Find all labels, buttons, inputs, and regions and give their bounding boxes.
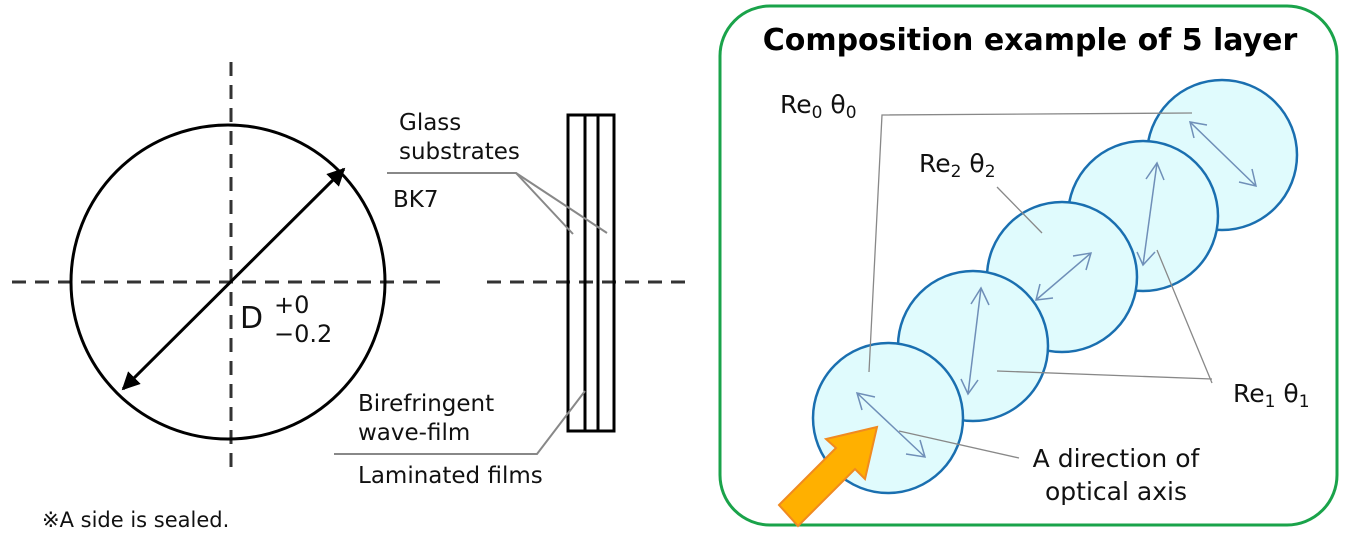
- film-label-line1: Birefringent: [358, 391, 494, 417]
- leader-re1: [1156, 249, 1213, 384]
- tolerance-lower: −0.2: [274, 320, 332, 348]
- glass-material: BK7: [393, 187, 439, 213]
- axis-arrow-layer-2: [960, 286, 990, 396]
- optical-axis-label-line1: A direction of: [1033, 444, 1201, 473]
- leader-re2: [996, 186, 1043, 234]
- glass-label-line2: substrates: [399, 139, 520, 165]
- diameter-arrow: [121, 167, 346, 391]
- leader-re0: [868, 112, 1193, 373]
- axis-arrow-layer-5: [1188, 121, 1258, 188]
- label-re0: Re0 θ0: [780, 90, 857, 123]
- film-leader-line: [334, 390, 586, 455]
- axis-arrow-layer-3: [1035, 252, 1093, 301]
- glass-leader-line-2: [515, 172, 608, 234]
- label-re1: Re1 θ1: [1233, 379, 1310, 412]
- footnote: ※A side is sealed.: [42, 508, 229, 532]
- incident-light-arrow-icon: [777, 425, 879, 528]
- tolerance-upper: +0: [274, 291, 309, 319]
- diameter-label: D: [240, 301, 263, 336]
- film-label-line2: wave-film: [358, 420, 470, 446]
- side-view: Glass substrates BK7 Birefringent wave-f…: [42, 110, 690, 532]
- leader-re1-b: [996, 370, 1213, 380]
- panel-title: Composition example of 5 layer: [763, 23, 1298, 58]
- composition-panel: Composition example of 5 layer: [718, 4, 1339, 528]
- laminate-stack: [566, 113, 616, 433]
- axis-arrow-layer-1: [855, 391, 927, 458]
- front-view: D +0 −0.2: [12, 62, 448, 476]
- label-re2: Re2 θ2: [919, 149, 996, 182]
- axis-arrow-layer-4: [1136, 161, 1165, 267]
- film-type: Laminated films: [358, 463, 543, 489]
- panel-border: [718, 4, 1339, 527]
- optical-axis-label-line2: optical axis: [1045, 477, 1187, 506]
- leader-optical-axis: [898, 430, 1020, 459]
- glass-label-line1: Glass: [399, 110, 461, 136]
- optic-outline: [69, 123, 387, 441]
